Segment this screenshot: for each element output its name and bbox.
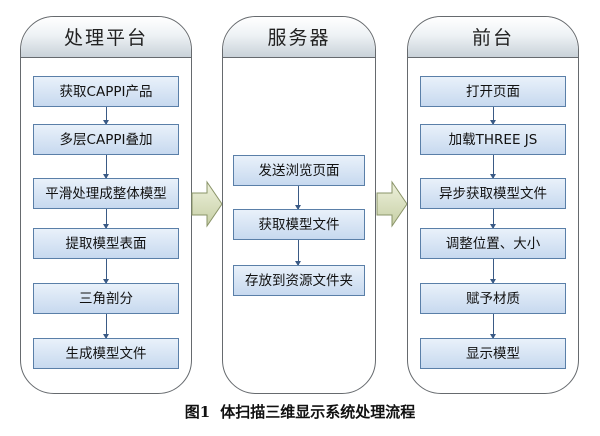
step-send-browse-page: 发送浏览页面 (233, 155, 365, 186)
connector-arrow (103, 209, 109, 229)
figure-caption: 图1 体扫描三维显示系统处理流程 (0, 401, 600, 422)
step-smooth-model: 平滑处理成整体模型 (33, 178, 179, 209)
panel-title: 前台 (408, 17, 578, 58)
step-adjust-position-size: 调整位置、大小 (420, 228, 566, 259)
connector-arrow (490, 259, 496, 284)
panel-title: 服务器 (223, 17, 375, 58)
flow-arrow-right-1 (191, 180, 223, 228)
connector-arrow (490, 107, 496, 125)
connector-arrow (103, 155, 109, 179)
connector-arrow (295, 240, 301, 266)
step-generate-model-file: 生成模型文件 (33, 338, 179, 369)
step-fetch-model-file: 获取模型文件 (233, 209, 365, 240)
panel-server: 服务器 发送浏览页面 获取模型文件 存放到资源文件夹 (222, 16, 376, 394)
step-assign-material: 赋予材质 (420, 283, 566, 314)
connector-arrow (103, 314, 109, 339)
step-triangulation: 三角剖分 (33, 283, 179, 314)
step-store-resource-folder: 存放到资源文件夹 (233, 265, 365, 296)
panel-processing-platform: 处理平台 获取CAPPI产品 多层CAPPI叠加 平滑处理成整体模型 提取模型表… (20, 16, 192, 394)
connector-arrow (490, 155, 496, 179)
panel-title: 处理平台 (21, 17, 191, 58)
figure-label: 图1 (184, 403, 211, 421)
step-get-cappi: 获取CAPPI产品 (33, 76, 179, 107)
flow-arrow-right-2 (376, 180, 408, 228)
connector-arrow (103, 107, 109, 125)
step-async-fetch-model: 异步获取模型文件 (420, 178, 566, 209)
connector-arrow (295, 186, 301, 210)
connector-arrow (490, 314, 496, 339)
step-display-model: 显示模型 (420, 338, 566, 369)
step-extract-surface: 提取模型表面 (33, 228, 179, 259)
figure-title: 体扫描三维显示系统处理流程 (220, 403, 416, 421)
connector-arrow (103, 259, 109, 284)
step-stack-cappi: 多层CAPPI叠加 (33, 124, 179, 155)
step-load-threejs: 加载THREE JS (420, 124, 566, 155)
step-open-page: 打开页面 (420, 76, 566, 107)
panel-frontend: 前台 打开页面 加载THREE JS 异步获取模型文件 调整位置、大小 赋予材质… (407, 16, 579, 394)
connector-arrow (490, 209, 496, 229)
